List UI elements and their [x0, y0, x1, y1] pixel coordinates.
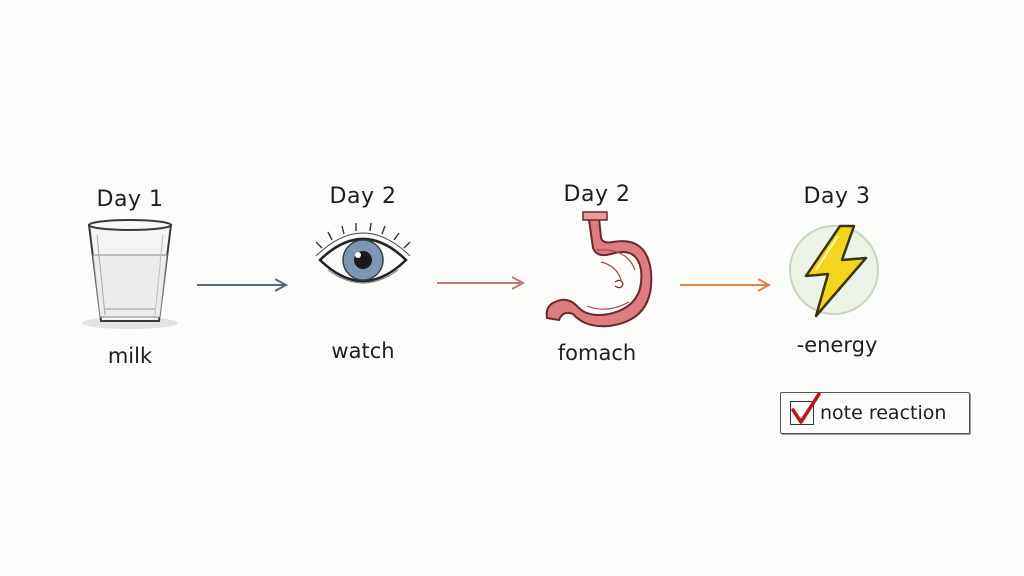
step-day-label: Day 1 — [96, 187, 164, 212]
step-milk: Day 1 milk — [45, 185, 215, 371]
step-label: fomach — [557, 341, 637, 365]
step-watch: Day 2 watch — [278, 182, 448, 366]
step-day-label: Day 2 — [563, 182, 631, 207]
step-label: milk — [107, 344, 153, 368]
note-reaction-label: note reaction — [820, 402, 947, 424]
step-energy: Day 3 -energy — [752, 182, 922, 360]
eye-icon — [315, 222, 411, 284]
milk-glass-icon — [82, 219, 178, 329]
step-day-label: Day 3 — [803, 184, 871, 209]
step-label: -energy — [796, 333, 878, 357]
arrow-1 — [197, 278, 289, 292]
checkmark-icon — [791, 392, 821, 424]
step-stomach: Day 2 fomach — [512, 180, 682, 368]
arrow-2 — [437, 276, 526, 290]
step-label: watch — [331, 339, 395, 363]
stomach-icon — [545, 211, 653, 328]
checkbox[interactable] — [790, 392, 821, 425]
lightning-bolt-icon — [789, 224, 879, 318]
note-reaction-checkbox[interactable]: note reaction — [780, 392, 970, 434]
arrow-3 — [680, 278, 772, 292]
step-day-label: Day 2 — [329, 184, 397, 209]
